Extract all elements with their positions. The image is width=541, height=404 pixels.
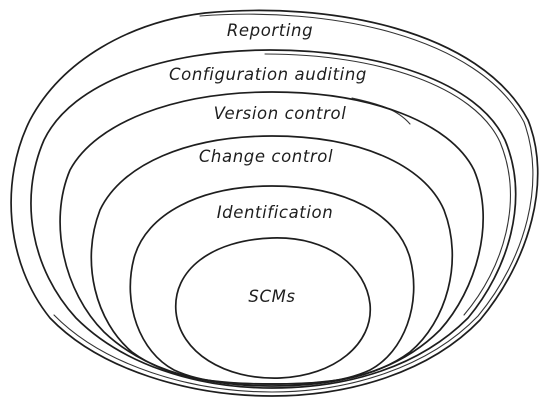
layer-identification-label: Identification — [217, 203, 334, 222]
layer-change-control: Change control — [90, 135, 454, 385]
layer-configuration-auditing-outline — [30, 49, 517, 389]
layer-identification: Identification — [129, 185, 415, 385]
layer-reporting-outline-sketch — [53, 13, 534, 393]
layer-configuration-auditing-outline-sketch — [264, 53, 511, 316]
layer-identification-outline — [129, 185, 415, 385]
layer-change-control-outline — [90, 135, 454, 385]
layer-reporting-outline — [10, 9, 539, 397]
layer-version-control-outline-sketch — [351, 97, 411, 125]
layer-reporting: Reporting — [10, 9, 539, 397]
layer-change-control-label: Change control — [199, 147, 333, 166]
layer-configuration-auditing: Configuration auditing — [30, 49, 517, 389]
layer-scms: SCMs — [174, 237, 372, 379]
layer-configuration-auditing-label: Configuration auditing — [169, 65, 367, 84]
layer-reporting-label: Reporting — [227, 21, 313, 40]
layer-version-control-label: Version control — [214, 104, 347, 123]
layer-version-control-outline — [59, 91, 485, 387]
layer-scms-label: SCMs — [248, 287, 295, 306]
layer-scms-outline — [174, 237, 372, 379]
layer-version-control: Version control — [59, 91, 485, 387]
